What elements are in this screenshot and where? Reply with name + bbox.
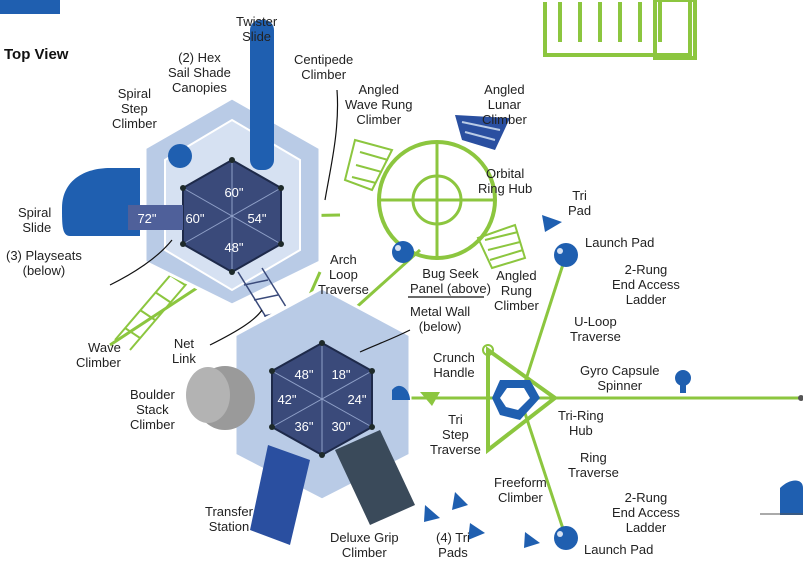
angled-rung-climber <box>476 223 527 270</box>
label-u-loop-traverse: U-Loop Traverse <box>570 314 621 344</box>
deck-height-lower-top-right: 18" <box>331 367 351 382</box>
label-wave-climber: Wave Climber <box>76 340 121 370</box>
label-tri-pads: (4) Tri Pads <box>436 530 470 560</box>
tri-pads-markers <box>424 492 540 548</box>
bug-seek-marker <box>392 241 414 263</box>
arch-marker <box>392 385 410 400</box>
label-hex-canopies: (2) Hex Sail Shade Canopies <box>168 50 231 95</box>
gyro-spinner-marker <box>675 370 691 393</box>
label-spiral-step-climber: Spiral Step Climber <box>112 86 157 131</box>
label-centipede-climber: Centipede Climber <box>294 52 354 82</box>
deck-height-upper-bottom: 48" <box>224 240 244 255</box>
label-twister-slide: Twister Slide <box>236 14 278 44</box>
deck-height-lower-bottom-right: 30" <box>331 419 351 434</box>
deck-height-lower-bottom-left: 36" <box>294 419 314 434</box>
label-two-rung-ladder-bottom: 2-Rung End Access Ladder <box>612 490 680 535</box>
launch-pad-bottom-marker <box>554 526 578 550</box>
label-two-rung-ladder-top: 2-Rung End Access Ladder <box>612 262 680 307</box>
deck-height-upper-right: 54" <box>247 211 267 226</box>
label-orbital-ring-hub: Orbital Ring Hub <box>478 166 533 196</box>
label-angled-lunar-climber: Angled Lunar Climber <box>482 82 527 127</box>
angled-lunar-climber <box>455 115 510 150</box>
label-bug-seek-panel: Bug Seek Panel (above) <box>410 266 491 296</box>
label-tri-pad: Tri Pad <box>568 188 592 218</box>
orbital-ring-hub <box>377 140 497 260</box>
label-launch-pad-bottom: Launch Pad <box>584 542 654 557</box>
label-arch-loop-traverse: Arch Loop Traverse <box>318 252 369 297</box>
label-tri-step-traverse: Tri Step Traverse <box>430 412 481 457</box>
lower-deck-structure <box>186 286 415 545</box>
upper-deck-structure <box>62 20 322 307</box>
side-structure-top-right <box>543 0 697 60</box>
label-boulder-stack-climber: Boulder Stack Climber <box>130 387 175 432</box>
label-crunch-handle: Crunch Handle <box>433 350 475 380</box>
slide-corner-bottom-right <box>760 480 803 515</box>
deck-height-upper-top: 60" <box>224 185 244 200</box>
label-playseats: (3) Playseats (below) <box>6 248 82 278</box>
deck-height-lower-right: 24" <box>347 392 367 407</box>
label-deluxe-grip-climber: Deluxe Grip Climber <box>330 530 399 560</box>
label-launch-pad-top: Launch Pad <box>585 235 655 250</box>
tri-ring-hub <box>482 344 559 455</box>
leader-lines <box>109 89 484 353</box>
page-title: Top View <box>4 46 69 63</box>
label-tri-ring-hub: Tri-Ring Hub <box>558 408 604 438</box>
deck-height-upper-center: 60" <box>185 211 205 226</box>
rail-end-marker <box>798 395 803 401</box>
label-angled-wave-rung-climber: Angled Wave Rung Climber <box>345 82 413 127</box>
slide-corner-top-left <box>0 0 60 14</box>
label-metal-wall: Metal Wall (below) <box>410 304 471 334</box>
crunch-handle-marker <box>420 392 440 406</box>
label-transfer-station: Transfer Station <box>205 504 253 534</box>
tri-pad-marker <box>542 215 562 232</box>
label-ring-traverse: Ring Traverse <box>568 450 619 480</box>
label-angled-rung-climber: Angled Rung Climber <box>494 268 539 313</box>
deck-height-lower-left: 42" <box>277 392 297 407</box>
label-gyro-capsule-spinner: Gyro Capsule Spinner <box>580 363 660 393</box>
launch-pad-top-marker <box>554 243 578 267</box>
angled-wave-rung-climber <box>343 138 394 192</box>
deck-height-upper-left: 72" <box>137 211 157 226</box>
label-freeform-climber: Freeform Climber <box>494 475 547 505</box>
deck-height-lower-top-left: 48" <box>294 367 314 382</box>
label-spiral-slide: Spiral Slide <box>18 205 52 235</box>
label-net-link: Net Link <box>172 336 196 366</box>
